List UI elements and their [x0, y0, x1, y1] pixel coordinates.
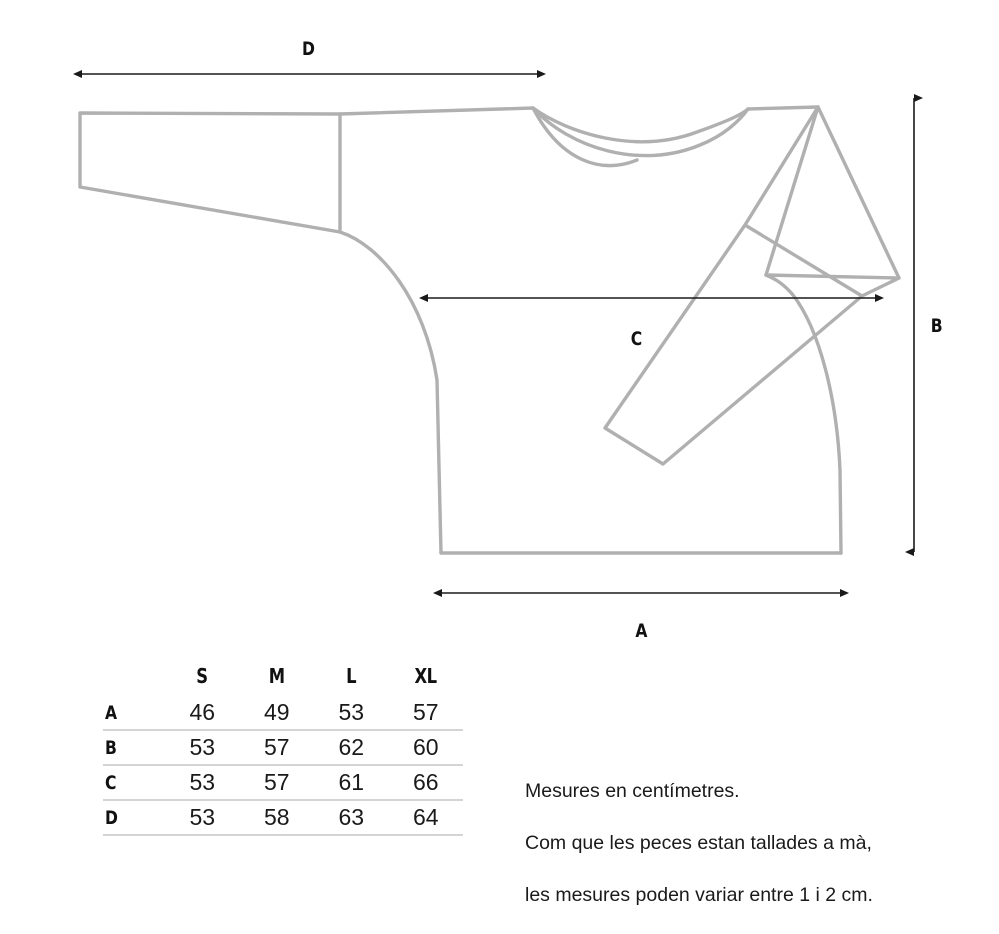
row-header-b: B	[103, 730, 165, 765]
cell-c-l: 61	[338, 769, 365, 795]
dimension-label-b: B	[931, 316, 943, 338]
cell-d-l: 63	[338, 804, 365, 830]
column-header-xl-label: XL	[414, 664, 438, 688]
measurement-notes: Mesures en centímetres. Com que les pece…	[525, 752, 873, 934]
table-corner-cell	[103, 660, 165, 696]
row-header-a: A	[103, 696, 165, 730]
column-header-s: S	[165, 660, 240, 696]
column-header-s-label: S	[196, 664, 209, 688]
row-header-d-label: D	[105, 806, 118, 829]
column-header-l: L	[314, 660, 389, 696]
table-row: C 53 57 61 66	[103, 765, 463, 800]
right-armhole-to-shoulder	[764, 105, 820, 277]
cell-b-s: 53	[189, 734, 216, 760]
cell-a-xl: 57	[412, 699, 439, 725]
size-table-header-row: S M L XL	[103, 660, 463, 696]
table-row: B 53 57 62 60	[103, 730, 463, 765]
column-header-m-label: M	[268, 664, 285, 688]
garment-outline	[78, 105, 901, 555]
dimension-label-a: A	[635, 621, 648, 643]
folded-sleeve-outer-edge	[603, 105, 901, 466]
dimension-label-d: D	[302, 39, 315, 61]
folded-sleeve-elbow-crease	[743, 223, 864, 298]
column-header-l-label: L	[346, 664, 357, 688]
size-table-body: A 46 49 53 57 B 53 57 62 60	[103, 696, 463, 835]
cell-c-xl: 66	[412, 769, 439, 795]
neckline-inner	[531, 106, 750, 144]
cell-b-m: 57	[263, 734, 290, 760]
cell-b-xl: 60	[412, 734, 439, 760]
sleeve-cuff-inner-edge	[764, 273, 901, 280]
neckline-outer	[531, 106, 750, 158]
row-header-d: D	[103, 800, 165, 835]
size-table-head: S M L XL	[103, 660, 463, 696]
note-line-2: Com que les peces estan tallades a mà,	[525, 832, 872, 854]
table-row: A 46 49 53 57	[103, 696, 463, 730]
garment-diagram: D C A B	[73, 39, 943, 643]
body-left-side	[338, 230, 443, 555]
left-sleeve-outline	[78, 111, 342, 234]
dimension-lines	[73, 70, 923, 597]
shoulder-and-body-left	[338, 106, 639, 168]
right-shoulder-line	[746, 105, 820, 111]
row-header-b-label: B	[105, 736, 117, 759]
cell-a-m: 49	[263, 699, 290, 725]
table-row: D 53 58 63 64	[103, 800, 463, 835]
cell-a-s: 46	[189, 699, 216, 725]
row-header-a-label: A	[105, 701, 117, 724]
size-table-container: S M L XL A	[103, 660, 463, 836]
body-right-side	[764, 273, 843, 555]
cell-a-l: 53	[338, 699, 365, 725]
size-table: S M L XL A	[103, 660, 463, 836]
column-header-xl: XL	[389, 660, 464, 696]
cell-d-s: 53	[189, 804, 216, 830]
row-header-c-label: C	[105, 771, 117, 794]
row-header-c: C	[103, 765, 165, 800]
cell-d-xl: 64	[412, 804, 439, 830]
note-line-3: les mesures poden variar entre 1 i 2 cm.	[525, 884, 873, 906]
size-chart-page: D C A B S M L XL	[73, 39, 943, 906]
column-header-m: M	[240, 660, 315, 696]
cell-d-m: 58	[263, 804, 290, 830]
cell-c-s: 53	[189, 769, 216, 795]
cell-c-m: 57	[263, 769, 290, 795]
dimension-label-c: C	[631, 329, 642, 351]
note-line-1: Mesures en centímetres.	[525, 780, 740, 802]
cell-b-l: 62	[338, 734, 365, 760]
